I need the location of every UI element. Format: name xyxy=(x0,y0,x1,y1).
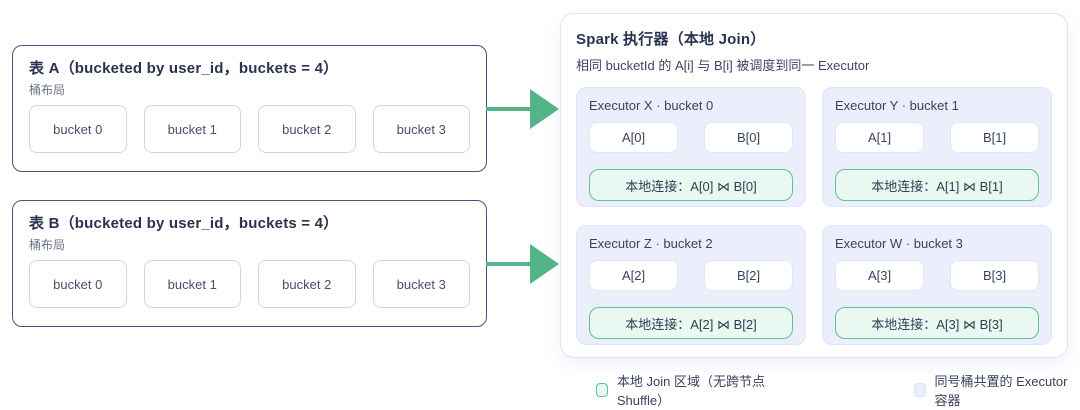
legend: 本地 Join 区域（无跨节点 Shuffle） 同号桶共置的 Executor… xyxy=(560,371,1068,409)
spark-panel-title: Spark 执行器（本地 Join） xyxy=(576,31,766,48)
bucket-b-box: B[3] xyxy=(950,260,1039,291)
table-b-bucket-3: bucket 3 xyxy=(372,260,470,308)
table-b-box: 表 B（bucketed by user_id，buckets = 4） 桶布局… xyxy=(12,200,487,327)
local-join-box: 本地连接：A[0] ⋈ B[0] xyxy=(589,169,793,201)
bucket-a-box: A[0] xyxy=(589,122,678,153)
bucket-a-box: A[2] xyxy=(589,260,678,291)
legend-lavender-swatch-icon xyxy=(913,383,926,397)
executor-ab-row: A[2] B[2] xyxy=(589,260,793,291)
local-join-box: 本地连接：A[2] ⋈ B[2] xyxy=(589,307,793,339)
table-a-box: 表 A（bucketed by user_id，buckets = 4） 桶布局… xyxy=(12,45,487,172)
spark-executors-panel: Spark 执行器（本地 Join） 相同 bucketId 的 A[i] 与 … xyxy=(560,13,1068,358)
table-a-bucket-0: bucket 0 xyxy=(29,105,127,153)
table-a-bucket-3: bucket 3 xyxy=(372,105,470,153)
executor-ab-row: A[0] B[0] xyxy=(589,122,793,153)
executor-card-x-bucket-0: Executor X · bucket 0 A[0] B[0] 本地连接：A[0… xyxy=(576,87,806,207)
table-b-layout-label: 桶布局 xyxy=(29,238,66,252)
spark-panel-subtitle: 相同 bucketId 的 A[i] 与 B[i] 被调度到同一 Executo… xyxy=(576,58,870,73)
table-a-bucket-1: bucket 1 xyxy=(143,105,241,153)
arrow-table-b-to-executors-icon xyxy=(486,244,559,284)
executor-grid: Executor X · bucket 0 A[0] B[0] 本地连接：A[0… xyxy=(576,87,1052,345)
legend-green-swatch-icon xyxy=(596,383,608,397)
table-b-title: 表 B（bucketed by user_id，buckets = 4） xyxy=(29,215,339,232)
legend-label-local-join: 本地 Join 区域（无跨节点 Shuffle） xyxy=(616,374,765,408)
local-join-box: 本地连接：A[1] ⋈ B[1] xyxy=(835,169,1039,201)
executor-label: Executor Z · bucket 2 xyxy=(589,236,713,251)
table-a-bucket-2: bucket 2 xyxy=(258,105,356,153)
table-b-bucket-row: bucket 0 bucket 1 bucket 2 bucket 3 xyxy=(29,260,470,308)
arrow-table-a-to-executors-icon xyxy=(486,89,559,129)
table-b-bucket-1: bucket 1 xyxy=(143,260,241,308)
bucket-a-box: A[1] xyxy=(835,122,924,153)
local-join-box: 本地连接：A[3] ⋈ B[3] xyxy=(835,307,1039,339)
executor-ab-row: A[1] B[1] xyxy=(835,122,1039,153)
executor-ab-row: A[3] B[3] xyxy=(835,260,1039,291)
legend-label-executor-container: 同号桶共置的 Executor 容器 xyxy=(934,374,1068,408)
bucket-a-box: A[3] xyxy=(835,260,924,291)
table-b-bucket-0: bucket 0 xyxy=(29,260,127,308)
legend-item-executor-container: 同号桶共置的 Executor 容器 xyxy=(913,371,1068,409)
executor-label: Executor W · bucket 3 xyxy=(835,236,963,251)
executor-card-y-bucket-1: Executor Y · bucket 1 A[1] B[1] 本地连接：A[1… xyxy=(822,87,1052,207)
table-a-layout-label: 桶布局 xyxy=(29,83,66,97)
legend-item-local-join: 本地 Join 区域（无跨节点 Shuffle） xyxy=(596,371,786,409)
executor-label: Executor X · bucket 0 xyxy=(589,98,714,113)
executor-card-z-bucket-2: Executor Z · bucket 2 A[2] B[2] 本地连接：A[2… xyxy=(576,225,806,345)
bucket-b-box: B[0] xyxy=(704,122,793,153)
table-a-bucket-row: bucket 0 bucket 1 bucket 2 bucket 3 xyxy=(29,105,470,153)
executor-card-w-bucket-3: Executor W · bucket 3 A[3] B[3] 本地连接：A[3… xyxy=(822,225,1052,345)
table-a-title: 表 A（bucketed by user_id，buckets = 4） xyxy=(29,60,339,77)
executor-label: Executor Y · bucket 1 xyxy=(835,98,959,113)
bucket-b-box: B[1] xyxy=(950,122,1039,153)
table-b-bucket-2: bucket 2 xyxy=(258,260,356,308)
bucket-b-box: B[2] xyxy=(704,260,793,291)
